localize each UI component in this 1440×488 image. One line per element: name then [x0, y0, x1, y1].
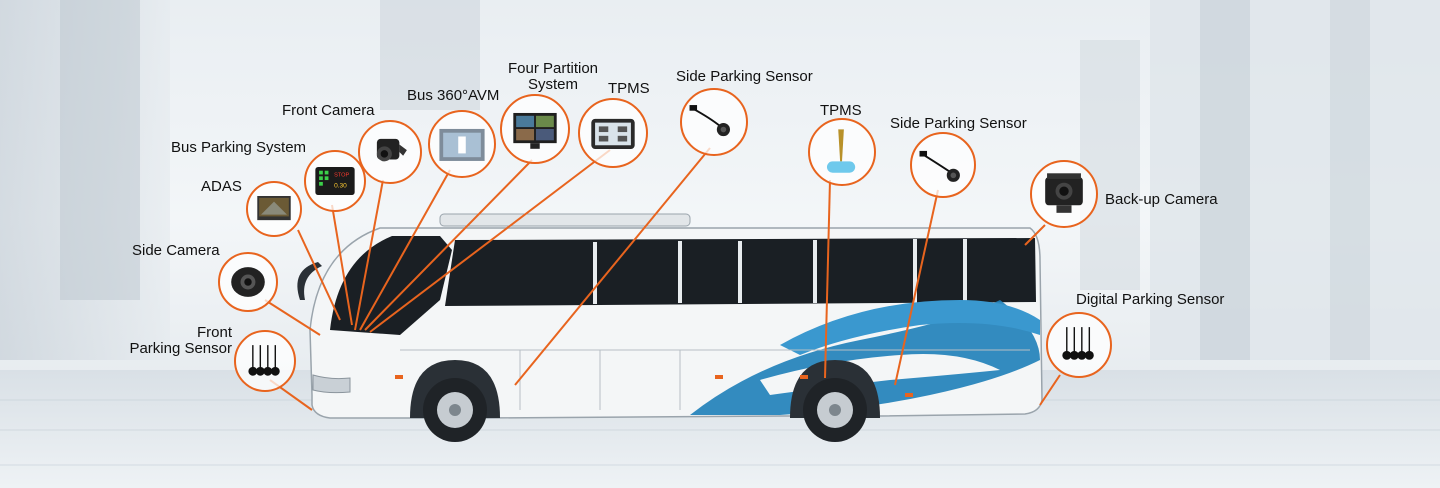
tpms-front-callout — [578, 98, 648, 168]
label-bus-parking-system: Bus Parking System — [171, 139, 307, 156]
label-adas: ADAS — [201, 178, 242, 195]
tpms-display-icon — [591, 118, 635, 150]
sensor-array-icon — [1062, 327, 1094, 360]
label-side-parking-sensor-2: Side Parking Sensor — [890, 115, 1027, 132]
stop-indicator-text: STOP — [334, 172, 349, 178]
side-parking-sensor-1-callout — [680, 88, 748, 156]
distance-readout-text: 0.30 — [334, 183, 347, 190]
label-backup-camera: Back-up Camera — [1105, 191, 1218, 208]
label-front-parking-line1: Front — [196, 324, 232, 341]
avm-monitor-icon — [439, 128, 485, 161]
label-front-camera: Front Camera — [282, 102, 375, 119]
bus-360-avm-callout — [428, 110, 496, 178]
label-digital-parking-sensor: Digital Parking Sensor — [1076, 291, 1225, 308]
side-camera-callout — [218, 252, 278, 312]
label-side-camera: Side Camera — [132, 242, 220, 259]
side-parking-sensor-2-callout — [910, 132, 976, 198]
tpms-valve-callout — [808, 118, 876, 186]
side-camera-icon — [231, 267, 265, 297]
label-tpms-valve: TPMS — [820, 102, 862, 119]
sensor-probe-icon — [919, 150, 960, 182]
four-partition-callout — [500, 94, 570, 164]
bus-parking-system-callout: STOP 0.30 — [304, 150, 366, 212]
label-front-parking-line2: Parking Sensor — [129, 340, 232, 357]
digital-parking-sensor-callout — [1046, 312, 1112, 378]
sensor-probe-icon — [689, 105, 730, 137]
backup-camera-callout — [1030, 160, 1098, 228]
label-side-parking-sensor-1: Side Parking Sensor — [676, 68, 813, 85]
parking-display-icon: STOP 0.30 — [315, 166, 355, 196]
front-camera-callout — [358, 120, 422, 184]
quad-monitor-icon — [513, 112, 557, 149]
label-four-partition-line2: System — [527, 76, 578, 93]
label-bus-360-avm: Bus 360°AVM — [407, 87, 500, 104]
label-front-parking-sensor: Front Parking Sensor — [110, 325, 232, 357]
adas-callout — [246, 181, 302, 237]
label-four-partition-system: Four Partition System — [500, 61, 606, 93]
backup-camera-icon — [1045, 173, 1083, 213]
sensor-array-icon — [248, 345, 280, 376]
adas-screen-icon — [257, 196, 291, 221]
front-parking-sensor-callout — [234, 330, 296, 392]
tpms-valve-icon — [826, 129, 856, 173]
label-four-partition-line1: Four Partition — [507, 60, 599, 77]
front-camera-icon — [376, 138, 407, 162]
label-tpms-front: TPMS — [608, 80, 650, 97]
